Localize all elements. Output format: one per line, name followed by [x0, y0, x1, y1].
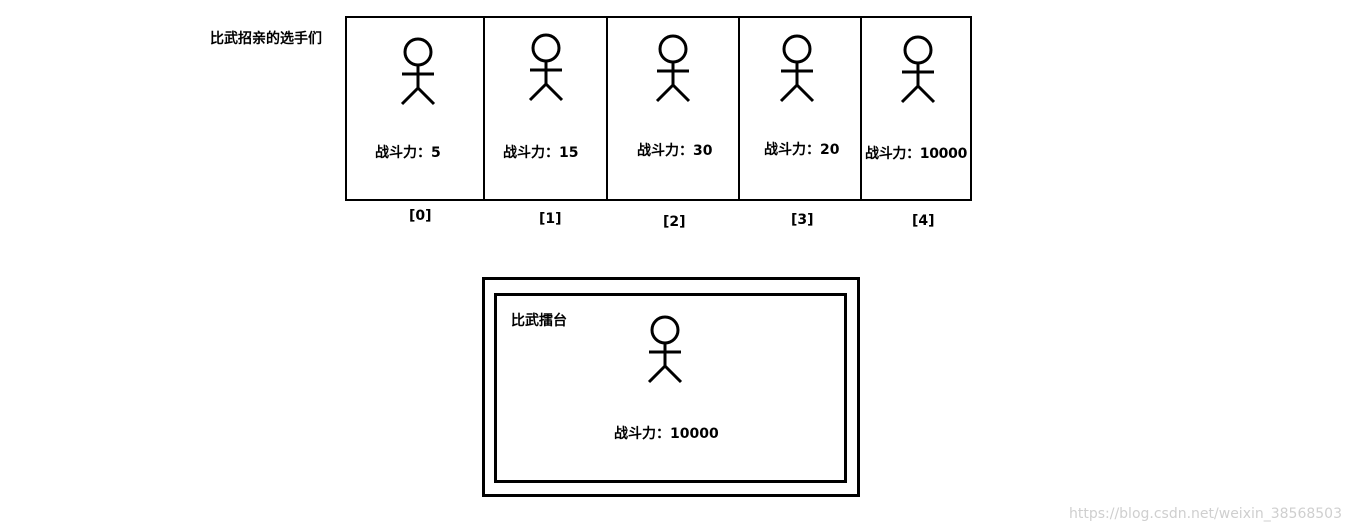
contestant-power: 战斗力：15 — [503, 145, 579, 161]
arena-inner-border — [494, 293, 847, 483]
contestant-power: 战斗力：5 — [375, 145, 441, 161]
stick-figure-icon — [400, 37, 436, 106]
watermark: https://blog.csdn.net/weixin_38568503 — [1068, 506, 1342, 522]
contestants-title: 比武招亲的选手们 — [210, 31, 322, 47]
cell-divider — [738, 18, 740, 199]
array-index: [4] — [912, 213, 935, 229]
contestant-power: 战斗力：30 — [637, 143, 713, 159]
stick-figure-icon — [647, 315, 683, 384]
contestant-power: 战斗力：10000 — [865, 146, 968, 162]
contestant-cell-1: 战斗力：15 — [485, 18, 606, 199]
stick-figure-icon — [900, 35, 936, 104]
contestant-array: 战斗力：5 战斗力：15 战斗力：30 战斗力 — [345, 16, 972, 201]
stick-figure-icon — [655, 34, 691, 103]
arena-outer-border — [482, 277, 860, 497]
contestant-cell-2: 战斗力：30 — [608, 18, 738, 199]
array-index: [0] — [409, 208, 432, 224]
arena-label: 比武擂台 — [511, 313, 567, 329]
array-index: [3] — [791, 212, 814, 228]
array-index: [1] — [539, 211, 562, 227]
contestant-cell-4: 战斗力：10000 — [862, 18, 970, 199]
cell-divider — [860, 18, 862, 199]
array-index: [2] — [663, 214, 686, 230]
stick-figure-icon — [528, 33, 564, 102]
cell-divider — [606, 18, 608, 199]
contestant-power: 战斗力：20 — [764, 142, 840, 158]
cell-divider — [483, 18, 485, 199]
contestant-cell-3: 战斗力：20 — [740, 18, 860, 199]
contestant-cell-0: 战斗力：5 — [347, 18, 483, 199]
stick-figure-icon — [779, 34, 815, 103]
arena-champion-power: 战斗力：10000 — [614, 426, 719, 442]
